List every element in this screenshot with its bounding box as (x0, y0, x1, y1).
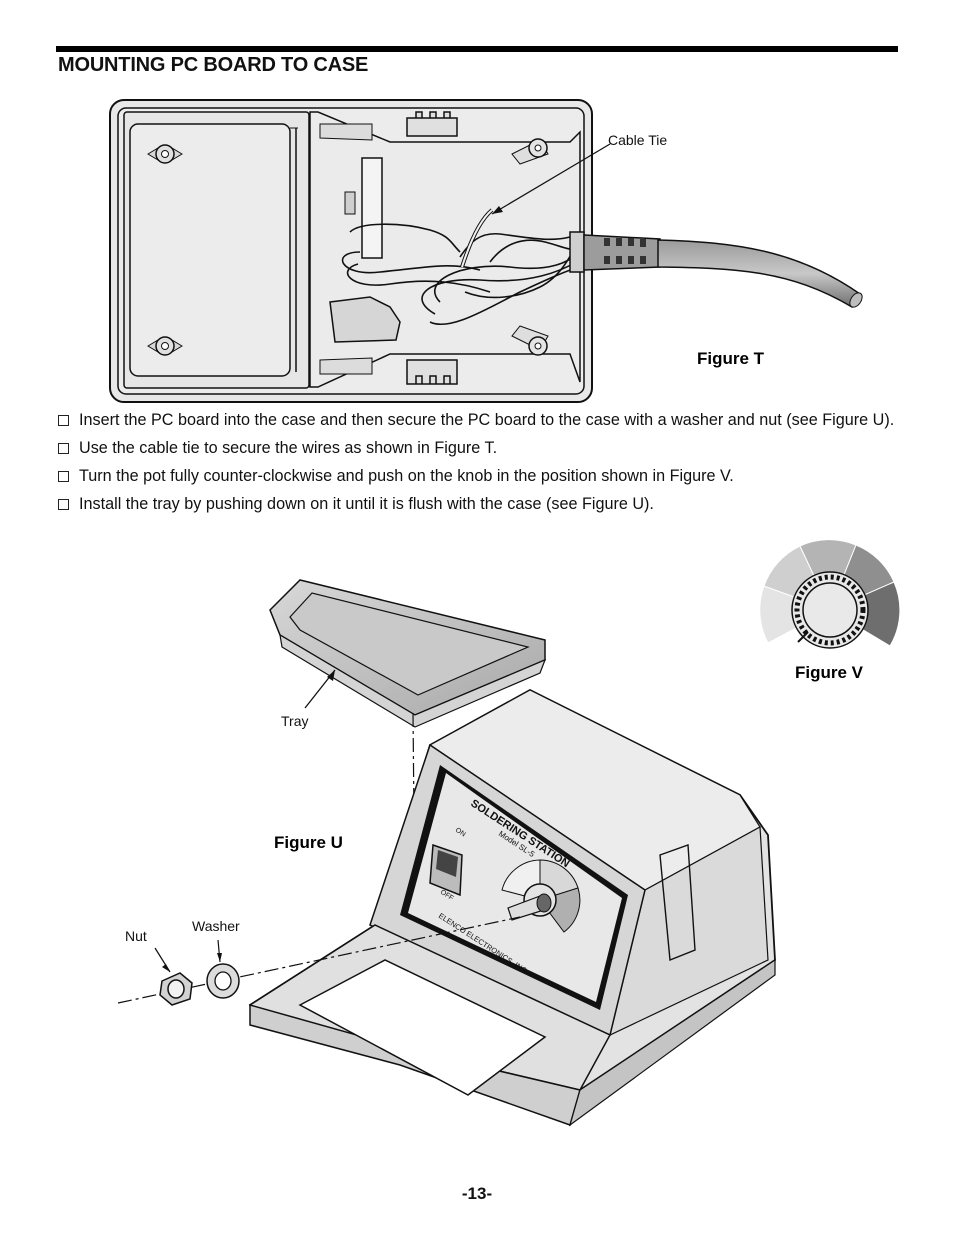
figure-t-caption: Figure T (697, 349, 765, 368)
checkbox-icon[interactable] (58, 443, 69, 454)
list-item: Turn the pot fully counter-clockwise and… (58, 465, 898, 487)
step-text: Install the tray by pushing down on it u… (79, 495, 654, 513)
checkbox-icon[interactable] (58, 499, 69, 510)
wing-nut-bottom-icon (147, 336, 183, 356)
power-switch (429, 843, 463, 897)
wing-nut-top-icon (147, 144, 183, 164)
page-number: -13- (461, 1184, 493, 1203)
figure-u-diagram: Tray SOLDERING STATION Model SL-5 ON OF (117, 579, 776, 1127)
step-text: Use the cable tie to secure the wires as… (79, 439, 498, 457)
list-item: Use the cable tie to secure the wires as… (58, 437, 898, 459)
step-text: Insert the PC board into the case and th… (79, 411, 895, 429)
knob-dial (501, 859, 581, 933)
cable-tie-label: Cable Tie (608, 132, 667, 148)
page-title: MOUNTING PC BOARD TO CASE (58, 54, 369, 76)
nut-label: Nut (125, 928, 147, 944)
post-top-icon (511, 138, 549, 165)
post-bottom-icon (511, 325, 549, 356)
instruction-list: Insert the PC board into the case and th… (58, 409, 898, 521)
top-rule (56, 46, 898, 52)
power-cord (657, 239, 862, 309)
figure-v-caption: Figure V (795, 663, 864, 682)
figure-t-diagram: Cable Tie Figure T (109, 99, 863, 403)
checkbox-icon[interactable] (58, 415, 69, 426)
figure-u-caption: Figure U (274, 833, 343, 852)
panel-on: ON (454, 827, 467, 839)
figure-v-diagram: Figure V (759, 539, 901, 682)
washer-label: Washer (192, 918, 240, 934)
list-item: Insert the PC board into the case and th… (58, 409, 898, 431)
list-item: Install the tray by pushing down on it u… (58, 493, 898, 515)
tray (269, 579, 547, 728)
tray-label: Tray (281, 713, 308, 729)
step-text: Turn the pot fully counter-clockwise and… (79, 467, 734, 485)
washer-icon (206, 963, 240, 999)
checkbox-icon[interactable] (58, 471, 69, 482)
nut-icon (159, 972, 193, 1006)
